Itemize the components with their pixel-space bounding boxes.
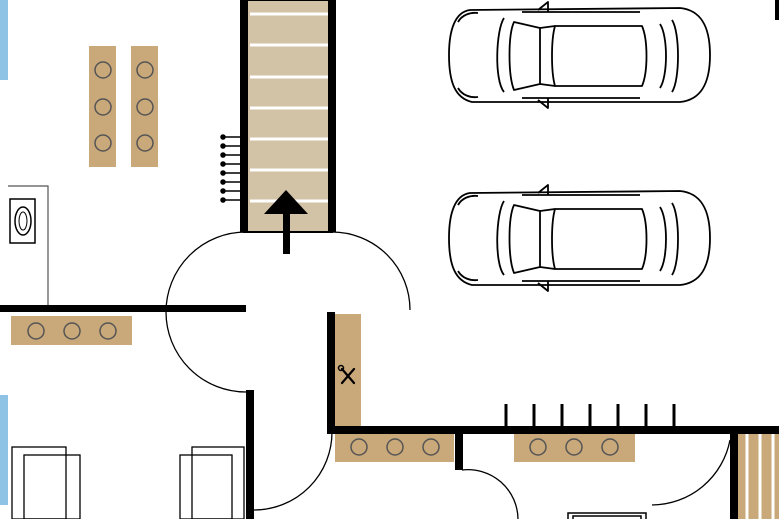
shelf-bottom-center <box>335 434 454 462</box>
bed-left <box>11 446 81 519</box>
car-top <box>448 1 711 109</box>
sink <box>9 198 36 244</box>
walls <box>0 305 779 519</box>
wrench-screwdriver-icon <box>337 364 356 385</box>
utility-outline <box>8 185 49 305</box>
door-swings <box>165 231 731 519</box>
wall-right-top <box>775 0 779 20</box>
car-bottom <box>448 184 711 292</box>
staircase-bottom-right <box>738 434 779 519</box>
fixture-bottom <box>567 512 647 519</box>
bench-shelf-left-1 <box>89 46 116 167</box>
bed-right <box>179 446 245 519</box>
wall-hooks <box>220 134 240 203</box>
shelf-bottom-right <box>514 434 635 462</box>
stair-direction-arrow-icon <box>264 190 308 254</box>
coat-pegs <box>504 404 676 426</box>
window-left-bottom <box>0 395 8 505</box>
bench-shelf-left-2 <box>131 46 158 167</box>
shelf-lower-left <box>11 316 132 345</box>
window-left-top <box>0 0 8 80</box>
